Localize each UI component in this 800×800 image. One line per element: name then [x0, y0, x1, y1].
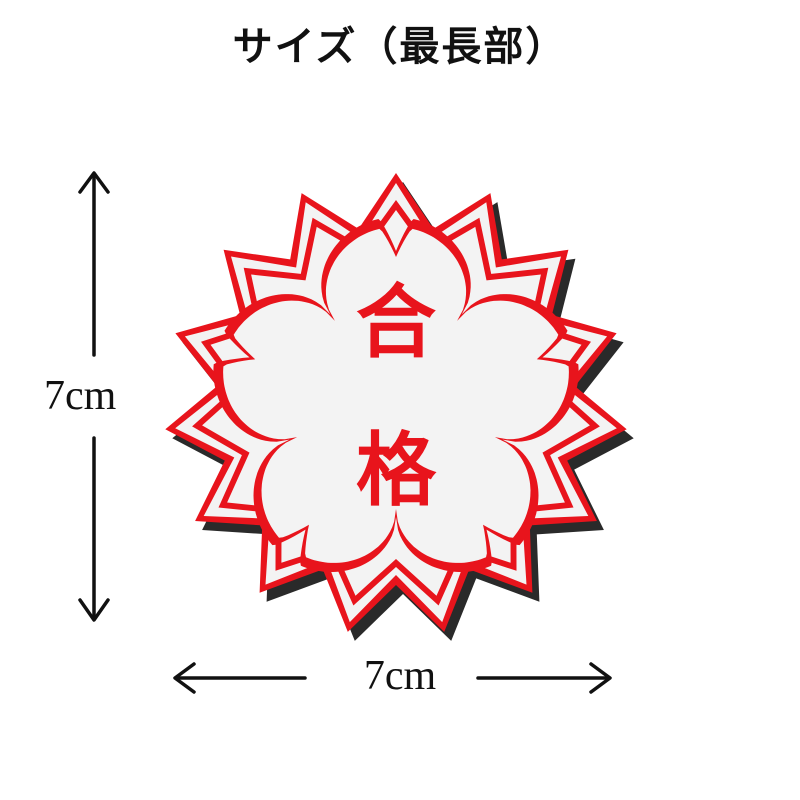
horizontal-arrow-right-head	[589, 662, 612, 694]
patch-text-line2: 格	[356, 424, 437, 517]
sakura-flower-fabric	[223, 228, 569, 563]
size-title: サイズ（最長部）	[232, 24, 568, 70]
patch-text-line1: 合	[356, 276, 436, 369]
vertical-arrow-up-head	[78, 171, 110, 194]
height-label: 7cm	[44, 373, 117, 419]
horizontal-arrow-left-head	[173, 662, 196, 694]
width-label: 7cm	[363, 653, 437, 699]
vertical-arrow-down-head	[78, 598, 110, 622]
